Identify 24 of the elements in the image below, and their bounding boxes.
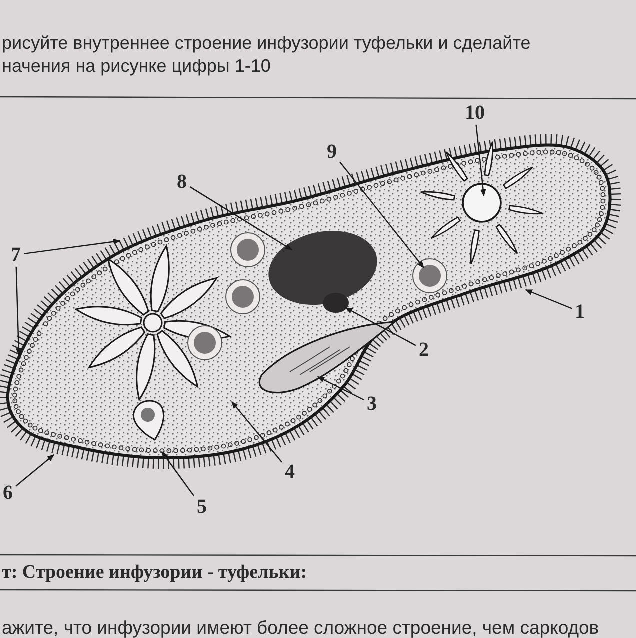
callout-number: 1 — [574, 302, 586, 322]
callout-number: 9 — [326, 142, 338, 162]
leader-line — [16, 266, 22, 356]
callout-number: 5 — [196, 497, 208, 517]
callout-number: 3 — [366, 394, 378, 414]
callout-number: 6 — [2, 483, 14, 503]
leader-line — [317, 376, 364, 401]
leader-line — [190, 186, 293, 251]
callout-number: 10 — [464, 103, 486, 123]
leader-line — [162, 451, 194, 496]
callout-number: 2 — [418, 340, 430, 360]
callout-number: 8 — [176, 172, 188, 192]
leader-line — [345, 307, 416, 346]
question-text: ажите, что инфузории имеют более сложное строение, чем саркодов — [2, 616, 600, 638]
leader-line — [476, 124, 486, 197]
callout-number: 7 — [10, 245, 22, 265]
leader-line — [525, 289, 572, 310]
leader-line — [16, 454, 55, 487]
leader-line — [340, 162, 424, 269]
leader-line — [232, 401, 282, 463]
callout-number: 4 — [284, 462, 296, 482]
instruction-text: рисуйте внутреннее строение инфузории туфельки и сделайте начения на рисунке цифры 1-10 — [2, 32, 532, 78]
leader-line — [24, 239, 121, 255]
answer-heading: т: Строение инфузории - туфельки: — [2, 561, 308, 584]
